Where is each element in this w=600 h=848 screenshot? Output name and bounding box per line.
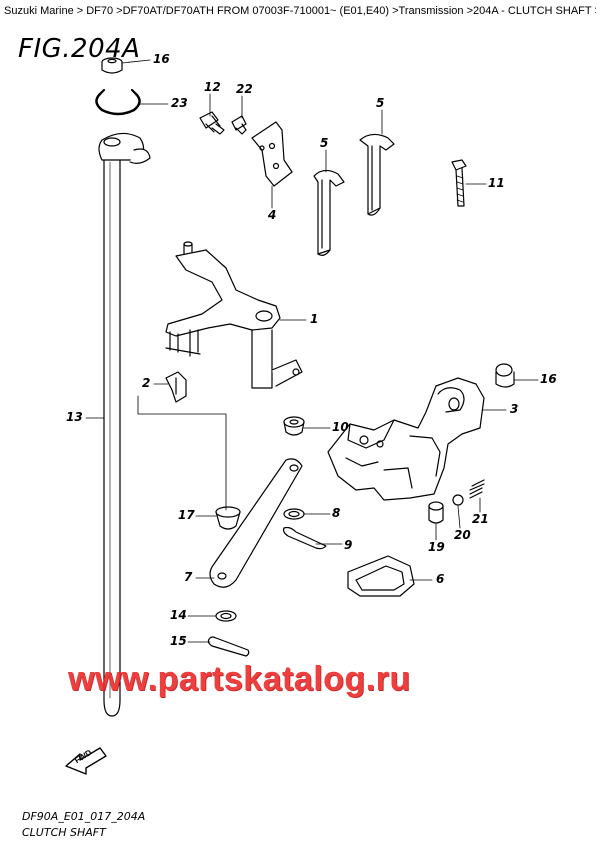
part-1-shift-lever[interactable]	[165, 241, 303, 389]
part-8-washer[interactable]	[283, 508, 305, 520]
callout-4[interactable]: 4	[268, 208, 277, 222]
callout-13[interactable]: 13	[66, 410, 83, 424]
callout-23[interactable]: 23	[171, 96, 188, 110]
watermark: www.partskatalog.ru	[68, 660, 411, 698]
callout-19[interactable]: 19	[428, 540, 445, 554]
part-23-circlip[interactable]	[95, 88, 141, 116]
part-20-ball[interactable]	[452, 494, 464, 506]
part-14-washer[interactable]	[215, 610, 237, 622]
callout-1[interactable]: 1	[310, 312, 319, 326]
callout-8[interactable]: 8	[332, 506, 341, 520]
part-9-cotter-pin[interactable]	[282, 526, 327, 550]
callout-5-left[interactable]: 5	[320, 136, 329, 150]
part-12-bolt[interactable]	[199, 111, 225, 135]
callout-7[interactable]: 7	[184, 570, 193, 584]
part-19-pin[interactable]	[428, 501, 444, 524]
part-5-clip-left[interactable]	[313, 169, 345, 256]
leader-lines	[85, 59, 539, 643]
part-16-plug-right[interactable]	[495, 363, 515, 388]
part-21-spring[interactable]	[469, 479, 485, 499]
breadcrumb[interactable]: Suzuki Marine > DF70 >DF70AT/DF70ATH FRO…	[4, 5, 596, 17]
part-13-clutch-shaft[interactable]	[98, 132, 151, 717]
callout-16-top[interactable]: 16	[153, 52, 170, 66]
part-15-cotter-pin[interactable]	[207, 636, 250, 657]
callout-14[interactable]: 14	[170, 608, 187, 622]
footer-name: CLUTCH SHAFT	[22, 826, 106, 839]
part-4-bracket[interactable]	[251, 121, 293, 187]
callout-3[interactable]: 3	[510, 402, 519, 416]
fwd-arrow-icon	[65, 747, 107, 775]
part-2-clip[interactable]	[165, 371, 187, 403]
callout-15[interactable]: 15	[170, 634, 187, 648]
callout-6[interactable]: 6	[436, 572, 445, 586]
callout-20[interactable]: 20	[454, 528, 471, 542]
callout-11[interactable]: 11	[488, 176, 505, 190]
part-11-bolt[interactable]	[451, 159, 467, 207]
callout-12[interactable]: 12	[204, 80, 221, 94]
callout-2[interactable]: 2	[142, 376, 151, 390]
callout-16-right[interactable]: 16	[540, 372, 557, 386]
callout-22[interactable]: 22	[236, 82, 253, 96]
callout-5-right[interactable]: 5	[376, 96, 385, 110]
part-16-plug-top[interactable]	[101, 57, 123, 74]
part-17-bushing[interactable]	[215, 506, 241, 530]
part-5-clip-right[interactable]	[359, 133, 395, 216]
part-7-link-rod[interactable]	[209, 458, 303, 588]
footer-code: DF90A_E01_017_204A	[22, 810, 146, 823]
part-10-bushing[interactable]	[283, 416, 305, 436]
callout-17[interactable]: 17	[178, 508, 195, 522]
part-3-shift-housing[interactable]	[327, 377, 485, 501]
callout-9[interactable]: 9	[344, 538, 353, 552]
part-22-bolt[interactable]	[231, 115, 247, 135]
callout-21[interactable]: 21	[472, 512, 489, 526]
callout-10[interactable]: 10	[332, 420, 349, 434]
part-6-rubber-boot[interactable]	[347, 555, 415, 597]
